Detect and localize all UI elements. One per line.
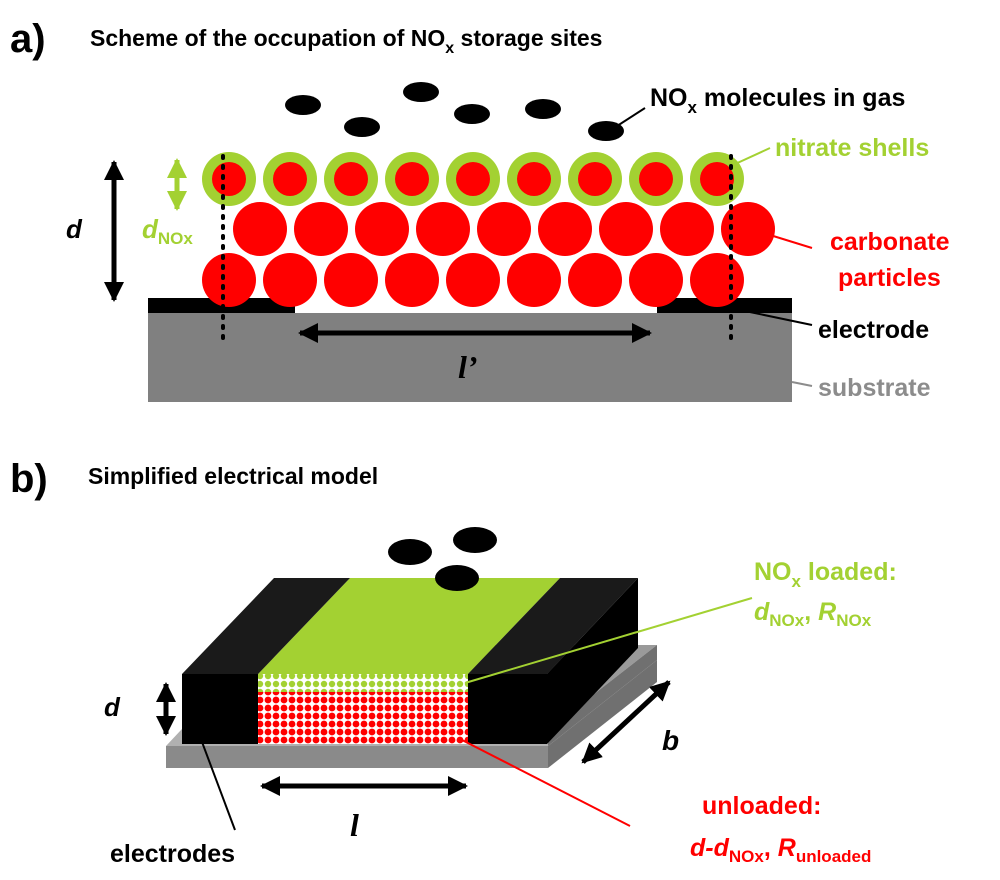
- electrode-label: electrode: [818, 316, 929, 344]
- electrode-right-b: [468, 578, 638, 744]
- electrodes-leader-line: [201, 741, 236, 831]
- nitrate-leader-line: [732, 147, 771, 166]
- carbonate-particle: [416, 202, 470, 256]
- carbonate-particle: [721, 202, 775, 256]
- electrode-leader-line: [744, 310, 813, 326]
- nox-molecule: [454, 104, 490, 124]
- carbonate-bottom-row: [202, 253, 744, 307]
- unloaded-layer-front: [258, 692, 468, 744]
- carbonate-particle: [690, 253, 744, 307]
- substrate-label: substrate: [818, 374, 931, 402]
- nox-gas-molecules: [285, 82, 624, 141]
- d-label-a: d: [66, 214, 83, 244]
- nox-molecule: [453, 527, 497, 553]
- nox-molecule: [403, 82, 439, 102]
- carbonate-particle: [324, 253, 378, 307]
- nox-molecule: [344, 117, 380, 137]
- carbonate-particle: [446, 253, 500, 307]
- nox-molecule: [435, 565, 479, 591]
- nox-molecule: [285, 95, 321, 115]
- substrate-leader-line: [791, 381, 813, 387]
- nitrate-shell-row: [202, 152, 744, 206]
- carbonate-particle: [599, 202, 653, 256]
- unloaded-label-line1: unloaded:: [702, 792, 821, 820]
- b-label: b: [662, 725, 679, 756]
- loaded-label-line2: dNOx, RNOx: [754, 598, 872, 630]
- carbonate-particle: [294, 202, 348, 256]
- carbonate-label-line2: particles: [838, 264, 941, 292]
- loaded-layer-top: [258, 578, 560, 674]
- carbonate-particle: [355, 202, 409, 256]
- loaded-label-line1: NOx loaded:: [754, 558, 897, 591]
- carbonate-particle: [263, 253, 317, 307]
- carbonate-particle: [477, 202, 531, 256]
- carbonate-particle: [568, 253, 622, 307]
- carbonate-particle: [629, 253, 683, 307]
- panel-b-letter: b): [10, 457, 48, 501]
- nitrate-label: nitrate shells: [775, 134, 929, 162]
- carbonate-particle: [538, 202, 592, 256]
- d-label-b: d: [104, 692, 121, 722]
- panel-a-letter: a): [10, 17, 46, 61]
- gas-leader-line: [613, 107, 646, 129]
- b-arrow: [581, 680, 671, 764]
- nox-molecule: [588, 121, 624, 141]
- carbonate-particle: [507, 253, 561, 307]
- unloaded-label-line2: d-dNOx, Runloaded: [690, 834, 871, 866]
- nox-molecule: [525, 99, 561, 119]
- gas-label: NOx molecules in gas: [650, 84, 905, 117]
- carbonate-leader-line: [769, 234, 813, 249]
- loaded-layer-front: [258, 674, 468, 692]
- panel-b-title: Simplified electrical model: [88, 463, 378, 489]
- carbonate-label-line1: carbonate: [830, 228, 950, 256]
- electrode-left-b: [182, 578, 350, 744]
- l-label: l: [350, 807, 359, 843]
- lprime-label: l’: [458, 349, 478, 385]
- carbonate-particle: [660, 202, 714, 256]
- dnox-label-a: dNOx: [142, 214, 193, 248]
- electrodes-label: electrodes: [110, 840, 235, 868]
- carbonate-particle: [202, 253, 256, 307]
- unloaded-leader-line: [461, 739, 631, 827]
- carbonate-middle-row: [233, 202, 775, 256]
- nox-molecule: [388, 539, 432, 565]
- panel-a-title: Scheme of the occupation of NOx storage …: [90, 25, 602, 57]
- carbonate-particle: [385, 253, 439, 307]
- loaded-leader-line: [464, 597, 753, 684]
- nox-gas-molecules-b: [388, 527, 497, 591]
- carbonate-particle: [233, 202, 287, 256]
